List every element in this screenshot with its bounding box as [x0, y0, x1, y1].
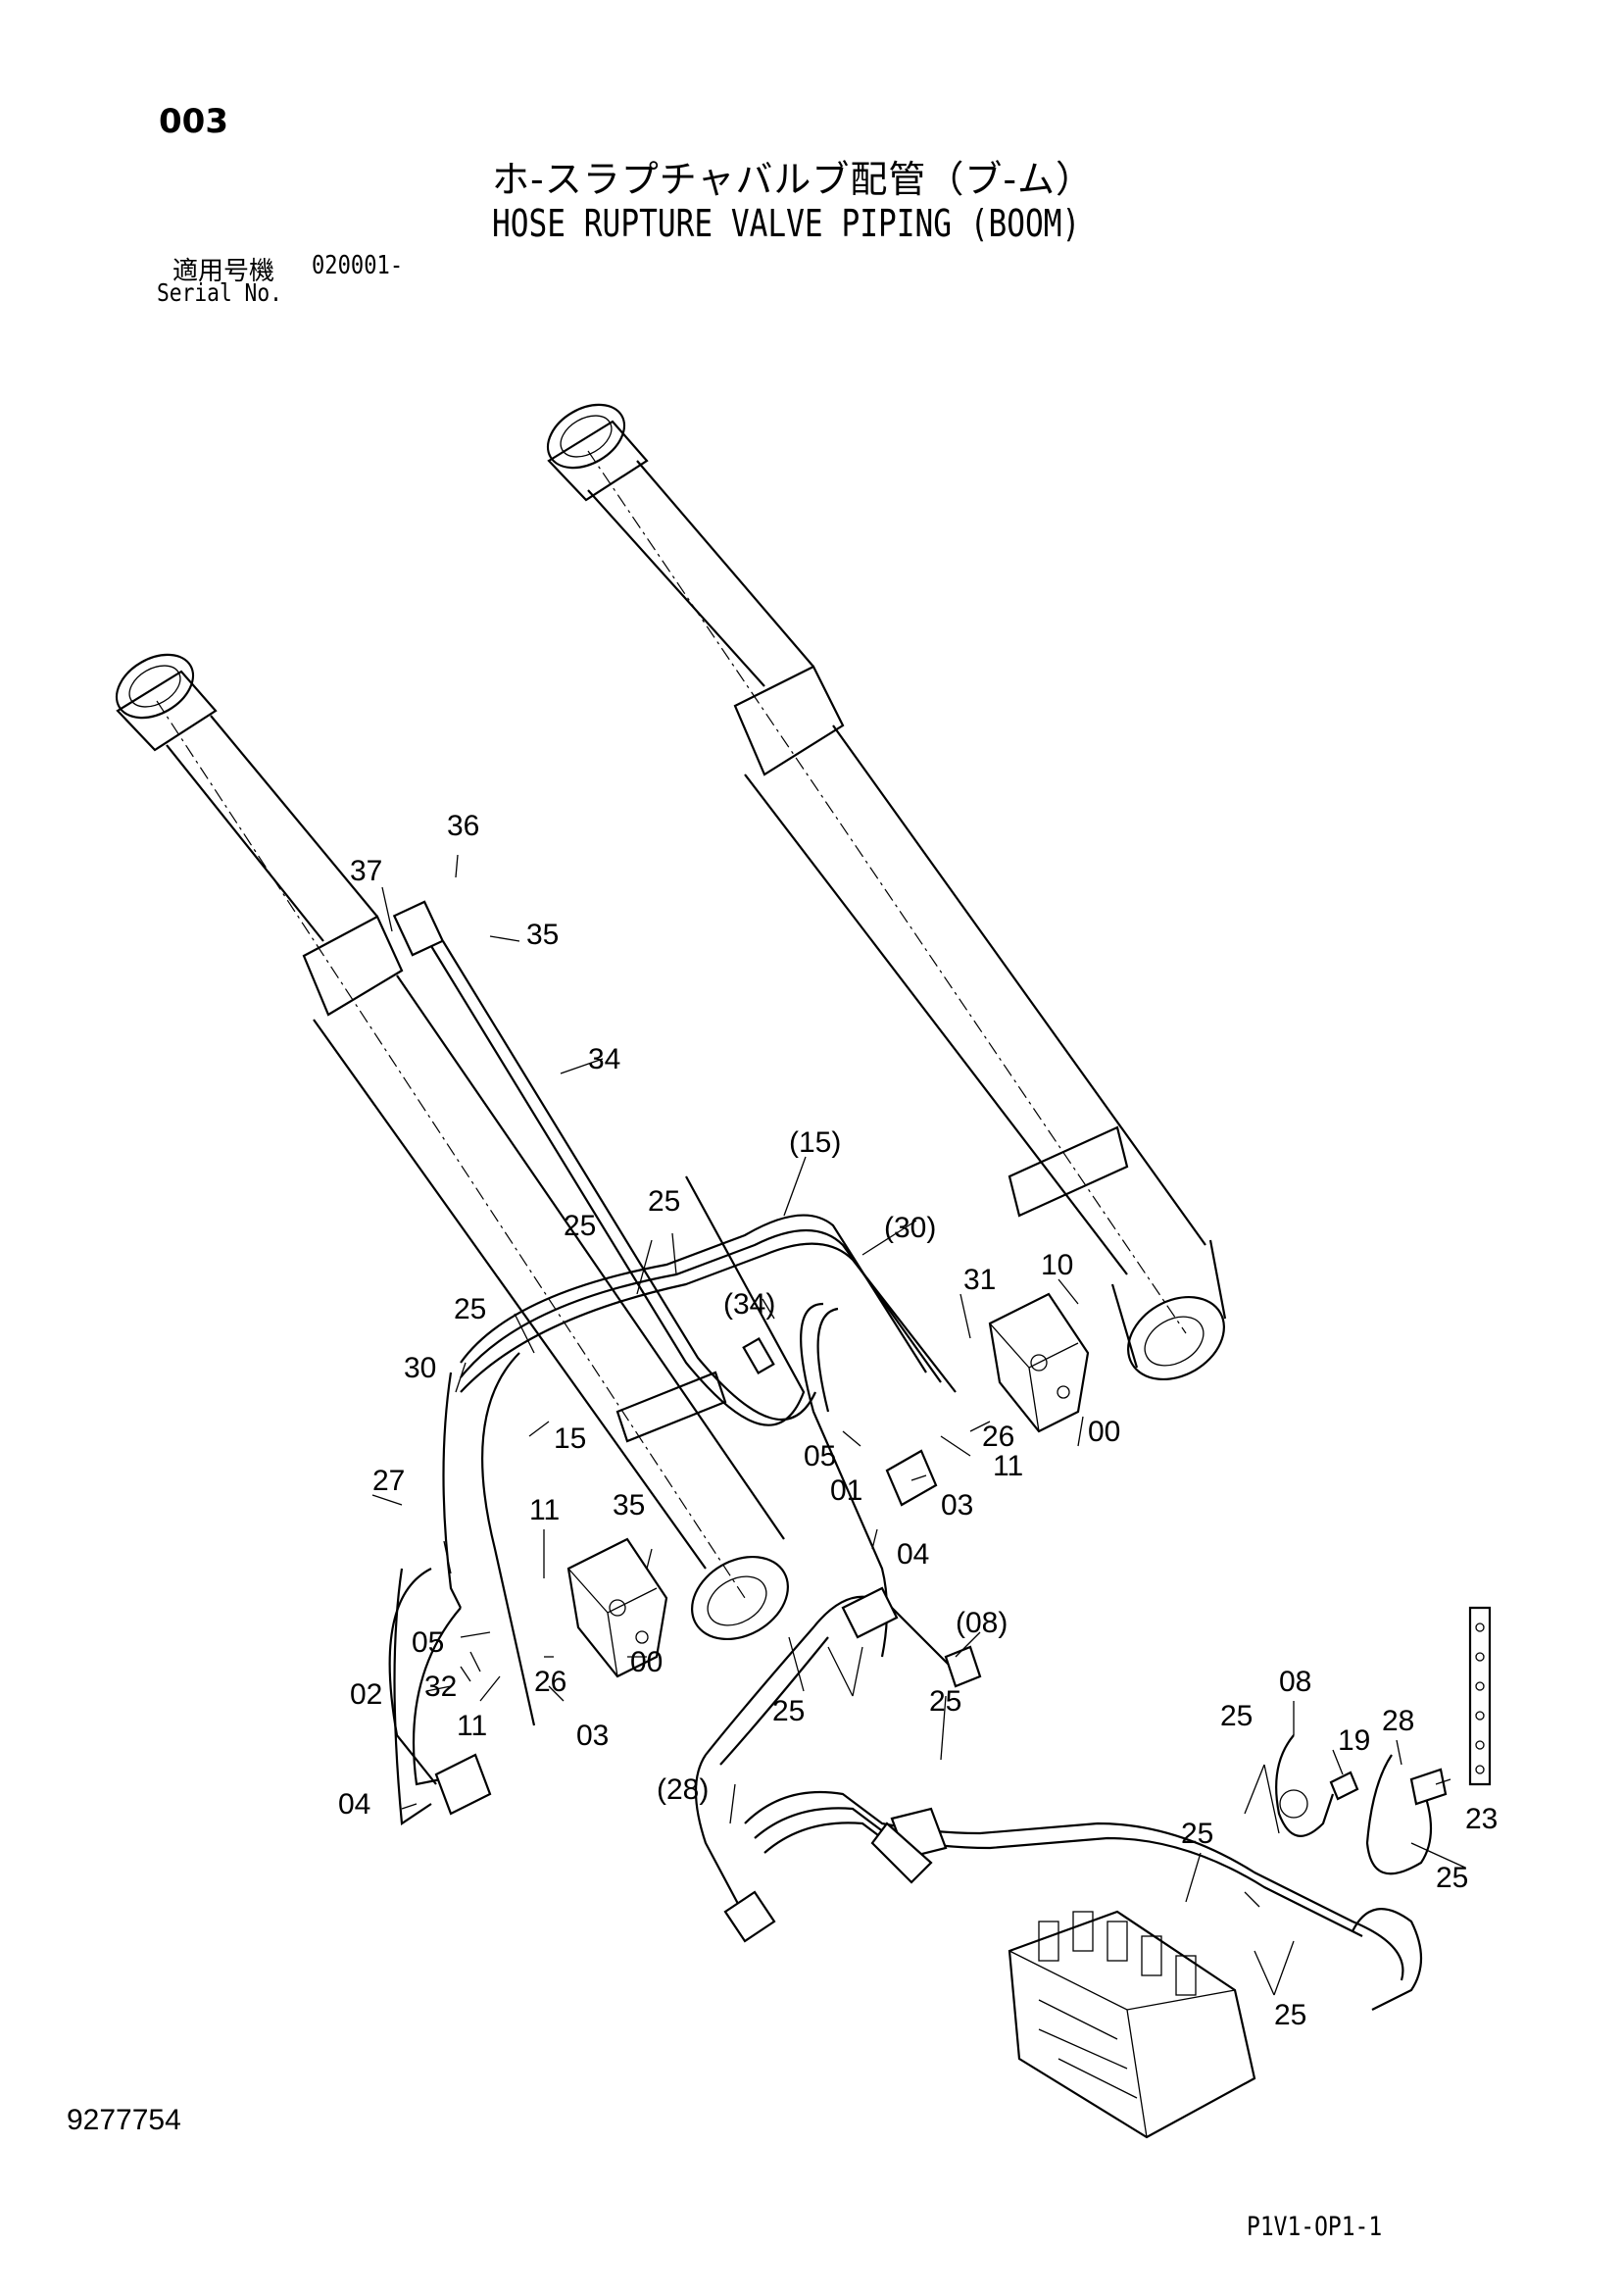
callout-02: 02: [350, 1678, 382, 1711]
callout-labels: 36 37 35 34 (15) 25 25 (30) 31 10 (34) 2…: [338, 810, 1498, 2031]
title-japanese: ホ-スラプチャバルブ配管（ブ-ム）: [492, 158, 1095, 201]
hose-rupture-valve-upper: [988, 1292, 1090, 1433]
callout-31: 31: [963, 1264, 996, 1296]
callout-25-b: 25: [564, 1210, 596, 1242]
callout-36: 36: [447, 810, 479, 842]
callout-25-f: 25: [1220, 1700, 1253, 1732]
callout-27: 27: [372, 1465, 405, 1497]
drawing-number: 9277754: [67, 2104, 181, 2136]
callout-28-ref: (28): [657, 1773, 709, 1806]
page-code: P1V1-OP1-1: [1247, 2212, 1383, 2242]
callout-26-lower: 26: [534, 1666, 566, 1698]
callout-30: 30: [404, 1352, 436, 1384]
callout-25-d: 25: [772, 1695, 805, 1727]
serial-label-english: Serial No.: [157, 278, 282, 307]
serial-value: 020001-: [312, 251, 404, 280]
callout-01: 01: [830, 1474, 862, 1507]
callout-10: 10: [1041, 1249, 1073, 1281]
callout-00-lower: 00: [630, 1646, 663, 1678]
callout-19: 19: [1338, 1724, 1370, 1757]
callout-11-mid: 11: [529, 1494, 560, 1526]
hose-rupture-valve-lower: [566, 1537, 668, 1678]
callout-03-upper: 03: [941, 1489, 973, 1522]
callout-25-e: 25: [929, 1685, 961, 1718]
callout-25-h: 25: [1436, 1862, 1468, 1894]
callout-25-i: 25: [1274, 1999, 1306, 2031]
callout-26-upper: 26: [982, 1421, 1014, 1453]
boom-cylinder-left: [115, 653, 789, 1641]
callout-25-a: 25: [648, 1185, 680, 1218]
callout-34: 34: [588, 1043, 620, 1075]
hoses-right: [1275, 1606, 1492, 2011]
callout-25-g: 25: [1181, 1818, 1213, 1850]
callout-28: 28: [1382, 1705, 1414, 1737]
hoses-lower-left: [388, 1449, 938, 1825]
callout-32: 32: [424, 1671, 457, 1703]
pipe-34: [392, 900, 817, 1426]
leader-lines: [371, 854, 1466, 1996]
callout-37: 37: [350, 855, 382, 887]
callout-05-lower: 05: [412, 1626, 444, 1659]
callout-15-ref: (15): [789, 1126, 841, 1159]
callout-25-c: 25: [454, 1293, 486, 1325]
hose-bundle-lower: [694, 1586, 1404, 1981]
callout-08-ref: (08): [956, 1607, 1008, 1639]
hose-bundle-upper: [442, 1214, 957, 1726]
callout-15: 15: [554, 1423, 586, 1455]
callout-00-upper: 00: [1088, 1416, 1120, 1448]
callout-35: 35: [526, 919, 559, 951]
callout-04-upper: 04: [897, 1538, 929, 1571]
callout-08: 08: [1279, 1666, 1311, 1698]
callout-03-lower: 03: [576, 1720, 609, 1752]
serial-label-japanese: 適用号機: [172, 257, 275, 286]
page-number: 003: [159, 102, 228, 141]
callout-05-upper: 05: [804, 1440, 836, 1472]
callout-34-ref: (34): [723, 1288, 775, 1321]
callout-11-lower: 11: [457, 1710, 487, 1742]
callout-30-ref: (30): [884, 1212, 936, 1244]
title-english: HOSE RUPTURE VALVE PIPING (BOOM): [492, 202, 1081, 245]
boom-cylinder-right: [546, 403, 1227, 1381]
control-valve-assembly: [1008, 1910, 1256, 2139]
callout-04-lower: 04: [338, 1788, 370, 1821]
callout-23: 23: [1465, 1803, 1498, 1835]
callout-35-lower: 35: [613, 1489, 645, 1522]
callout-11-upper: 11: [993, 1450, 1023, 1482]
